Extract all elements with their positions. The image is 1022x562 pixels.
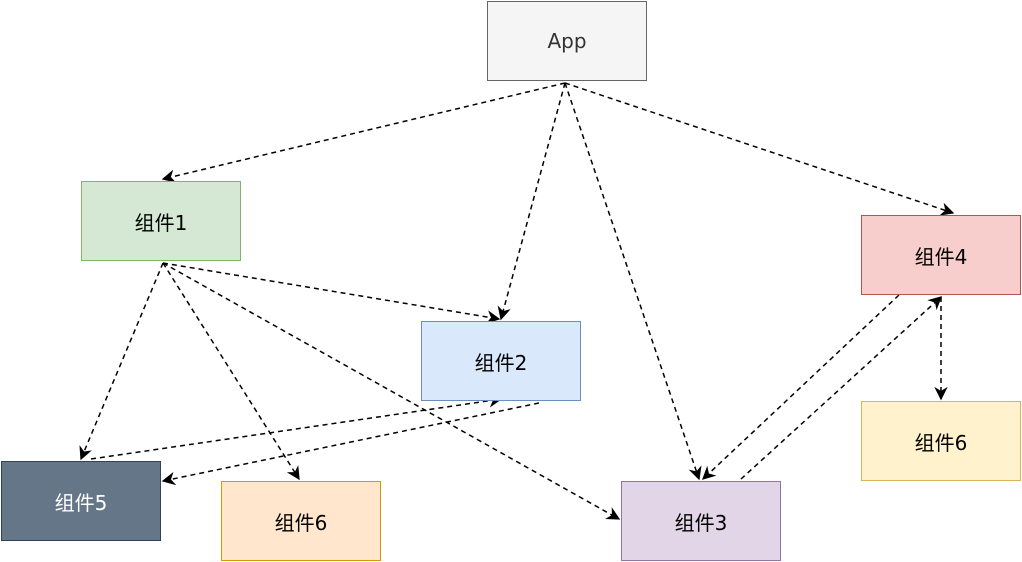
node-component-3-label: 组件3 — [674, 510, 728, 535]
node-component-6-bottom[interactable]: 组件6 — [221, 481, 381, 561]
edge-comp1-to-comp2 — [162, 262, 501, 324]
node-component-6-right-label: 组件6 — [914, 430, 968, 455]
node-component-5[interactable]: 组件5 — [1, 461, 161, 541]
node-component-6-right[interactable]: 组件6 — [861, 401, 1021, 481]
edge-comp3-to-comp4 — [740, 296, 942, 480]
node-component-4-label: 组件4 — [914, 244, 968, 269]
edge-comp1-to-comp5 — [79, 262, 164, 461]
node-component-1-label: 组件1 — [134, 210, 188, 235]
edge-app-to-comp4 — [564, 82, 955, 216]
node-component-6-bottom-label: 组件6 — [274, 510, 328, 535]
edge-app-to-comp2 — [497, 82, 566, 321]
node-component-5-label: 组件5 — [54, 490, 108, 515]
node-component-2[interactable]: 组件2 — [421, 321, 581, 401]
edge-comp2-to-comp5 — [161, 402, 540, 486]
node-component-4[interactable]: 组件4 — [861, 215, 1021, 295]
edge-comp1-to-comp6a — [162, 262, 300, 481]
node-app[interactable]: App — [487, 1, 647, 81]
node-component-1[interactable]: 组件1 — [81, 181, 241, 261]
node-component-2-label: 组件2 — [474, 350, 528, 375]
edge-comp1-to-comp3 — [162, 262, 621, 520]
node-component-3[interactable]: 组件3 — [621, 481, 781, 561]
edge-app-to-comp1 — [161, 82, 566, 183]
edge-app-to-comp3 — [564, 82, 702, 481]
edge-comp5-to-comp2 — [90, 394, 503, 460]
node-app-label: App — [547, 29, 587, 53]
